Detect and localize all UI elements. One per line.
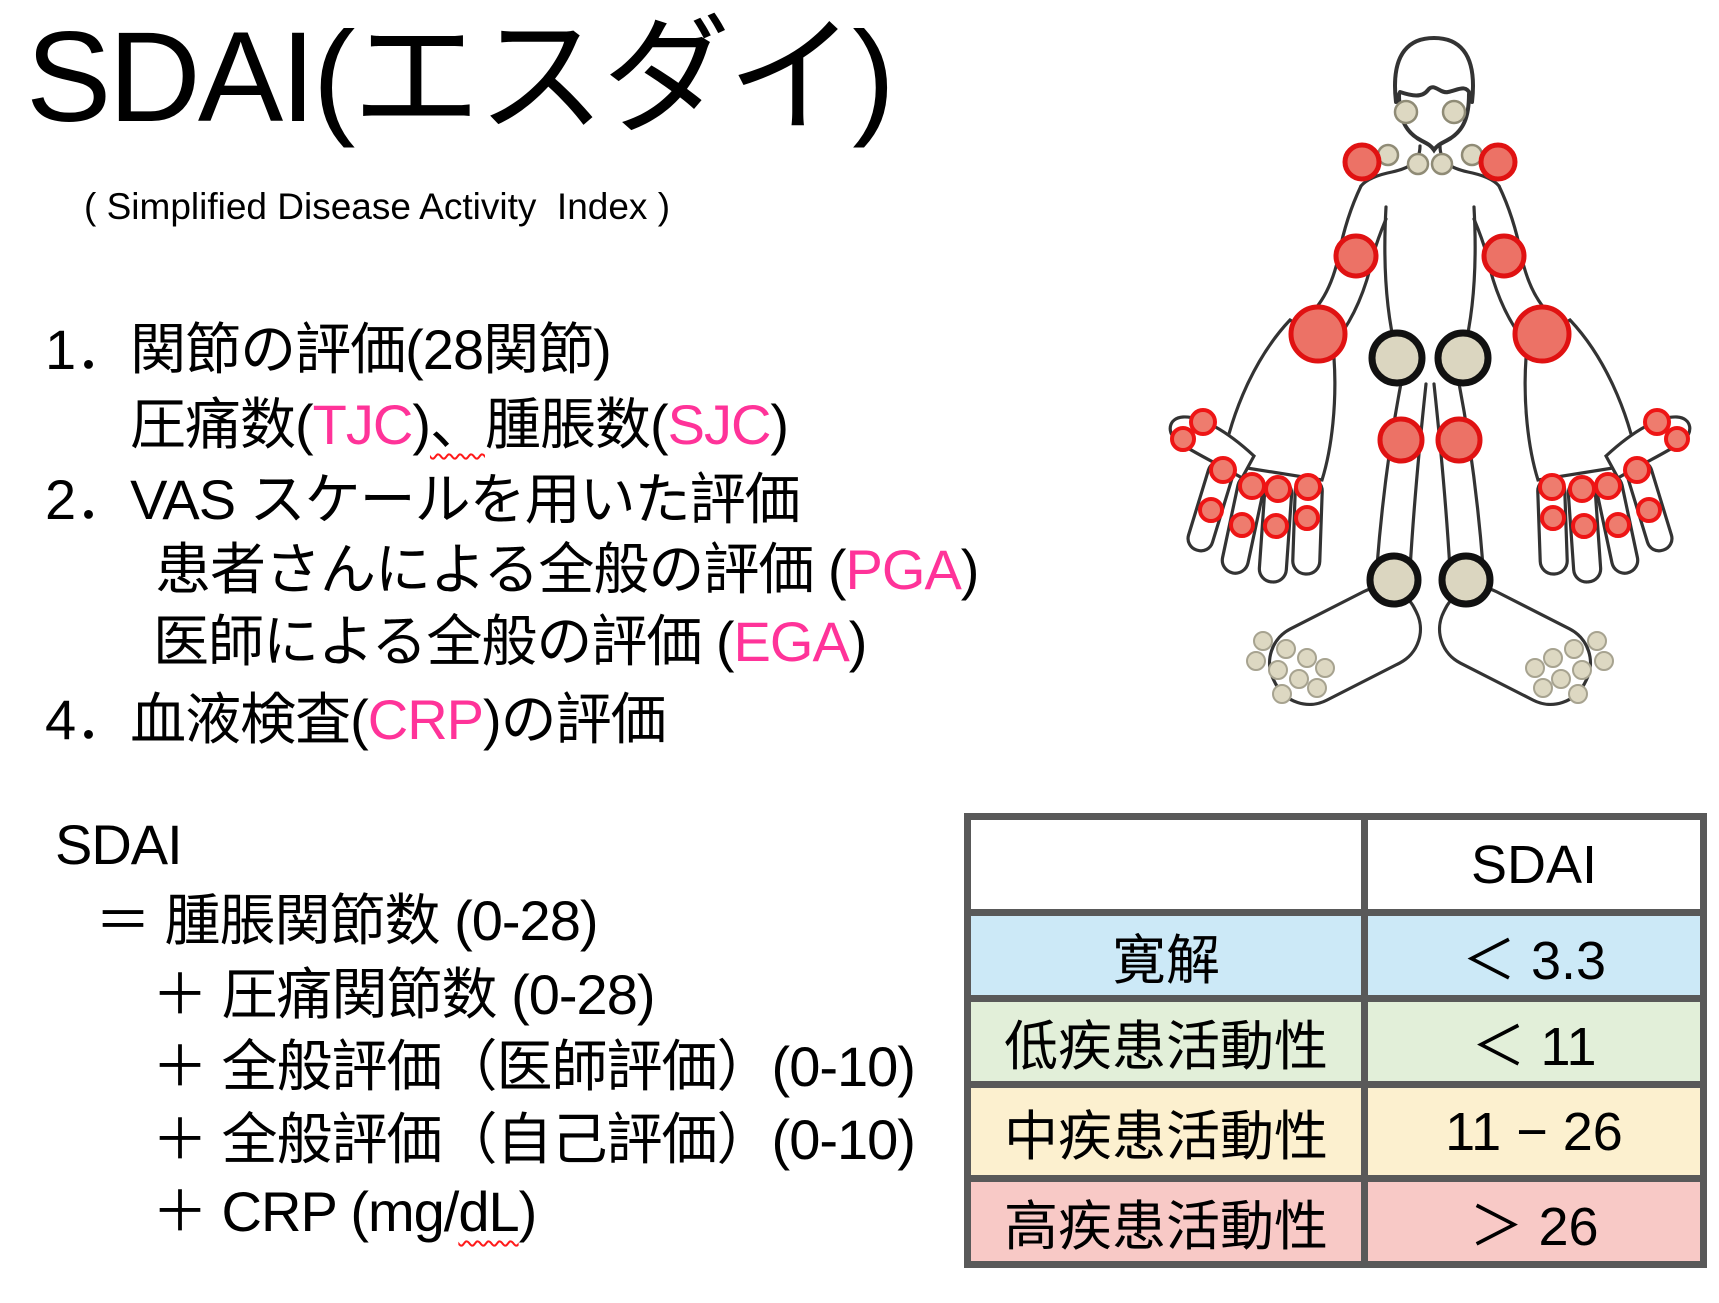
row-label: 低疾患活動性 (964, 995, 1368, 1088)
table-row-remission: 寛解 ＜ 3.3 (964, 909, 1707, 1002)
ega-abbr: EGA (733, 610, 850, 673)
row-value: ＜ 11 (1361, 995, 1707, 1088)
formula-sdai-label: SDAI (55, 813, 183, 876)
table-row-low-activity: 低疾患活動性 ＜ 11 (964, 995, 1707, 1088)
toe-joints (1246, 631, 1335, 704)
row-label: 中疾患活動性 (964, 1081, 1368, 1182)
list-item-pga: 患者さんによる全般の評価 (PGA) (155, 525, 980, 606)
table-row-high-activity: 高疾患活動性 ＞ 26 (964, 1175, 1707, 1268)
text-segment: 腫脹数( (484, 393, 669, 456)
body-right-half (1426, 101, 1689, 718)
formula-physician-global: ＋ 全般評価（医師評価）(0-10) (152, 1035, 916, 1098)
crp-abbr: CRP (367, 688, 484, 751)
table-header-row: SDAI (964, 813, 1707, 916)
list-item-3-text: 2．VAS スケールを用いた評価 (45, 468, 801, 531)
row-label: 高疾患活動性 (964, 1175, 1368, 1268)
text-segment: ) (960, 538, 980, 601)
tjc-abbr: TJC (312, 393, 414, 456)
joint-homunculus-figure (1168, 35, 1710, 730)
row-label: 寛解 (964, 909, 1368, 1002)
text-segment: 圧痛数( (130, 393, 314, 456)
text-segment: ) (770, 393, 789, 456)
table-header-sdai: SDAI (1361, 813, 1707, 916)
list-item-joint-eval: 1．関節の評価(28関節) (45, 305, 612, 386)
page-subtitle: ( Simplified Disease Activity Index ) (84, 186, 671, 227)
text-segment: ) (518, 1180, 538, 1243)
formula-crp-term: ＋ CRP (mg/dL) (152, 1167, 538, 1248)
list-item-vas-eval: 2．VAS スケールを用いた評価 (45, 455, 801, 536)
formula-swollen-joints: ＝ 腫脹関節数 (0-28) (95, 889, 598, 952)
text-segment: ) (412, 393, 431, 456)
head (1393, 35, 1475, 154)
page-title: SDAI(エスダイ) (26, 6, 895, 149)
pga-abbr: PGA (845, 538, 962, 601)
list-item-blood-test: 4．血液検査(CRP)の評価 (45, 675, 667, 756)
row-value: 11 − 26 (1361, 1081, 1707, 1182)
body-left-half (1168, 99, 1430, 706)
list-item-ega: 医師による全般の評価 (EGA) (153, 597, 868, 678)
row-value: ＜ 3.3 (1361, 909, 1707, 1002)
joint-markers (1170, 99, 1430, 608)
row-value: ＞ 26 (1361, 1175, 1707, 1268)
formula-tender-joints: ＋ 圧痛関節数 (0-28) (152, 963, 655, 1026)
table-header-empty-cell (964, 813, 1368, 916)
text-segment: 4．血液検査( (45, 688, 369, 751)
text-segment: ＋ CRP (mg/ (152, 1180, 459, 1243)
list-item-1-text: 1．関節の評価(28関節) (45, 318, 612, 381)
crp-unit: dL (458, 1180, 519, 1243)
text-segment: ) (848, 610, 868, 673)
list-item-tjc-sjc: 圧痛数(TJC)、腫脹数(SJC) (130, 380, 789, 461)
text-segment: )の評価 (483, 688, 667, 751)
text-segment: 患者さんによる全般の評価 ( (155, 538, 847, 601)
comma-wavy-underline: 、 (429, 393, 486, 456)
sjc-abbr: SJC (667, 393, 772, 456)
table-row-moderate-activity: 中疾患活動性 11 − 26 (964, 1081, 1707, 1182)
formula-patient-global: ＋ 全般評価（自己評価）(0-10) (152, 1108, 916, 1171)
sdai-threshold-table: SDAI 寛解 ＜ 3.3 低疾患活動性 ＜ 11 中疾患活動性 11 − 26… (964, 813, 1707, 1268)
text-segment: 医師による全般の評価 ( (153, 610, 735, 673)
